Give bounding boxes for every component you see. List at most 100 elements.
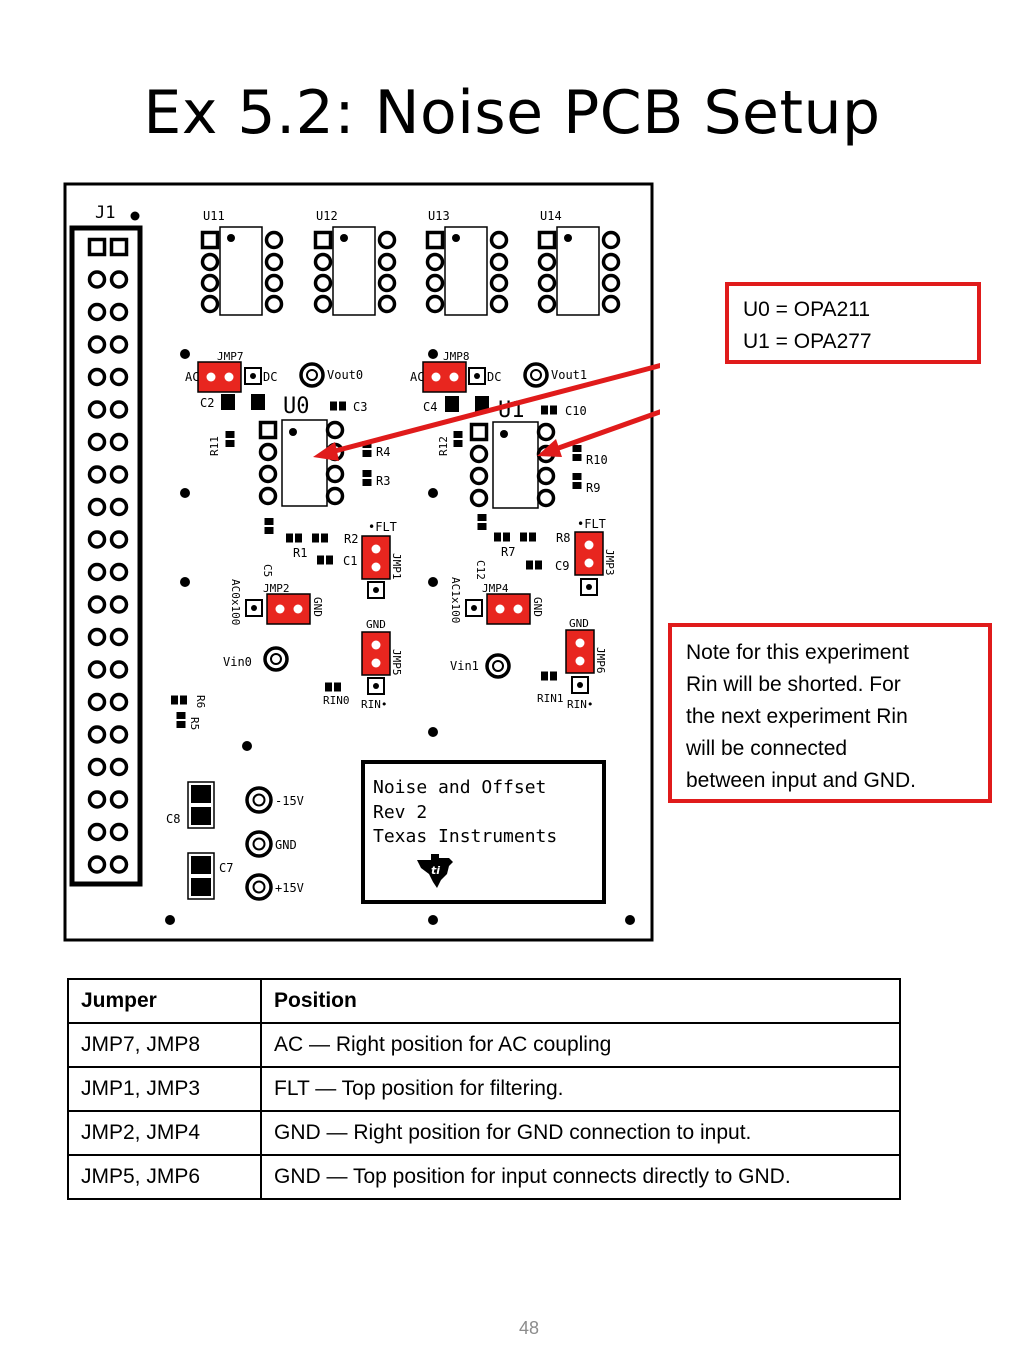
svg-text:U14: U14 [540,209,562,223]
j1-pin [87,432,107,452]
j1-pins [87,237,129,874]
table-cell: JMP2, JMP4 [67,1110,262,1156]
j1-pin [87,302,107,322]
svg-text:AC0x100: AC0x100 [229,579,242,625]
svg-text:R7: R7 [501,545,515,559]
svg-text:Vin0: Vin0 [223,655,252,669]
j1-pin [109,497,129,517]
svg-text:C3: C3 [353,400,367,414]
svg-text:RIN0: RIN0 [323,694,350,707]
svg-text:AC1x100: AC1x100 [449,577,462,623]
svg-text:R4: R4 [376,445,390,459]
u13-socket: U13 [425,209,509,316]
svg-text:JMP4: JMP4 [482,582,509,595]
j1-pin [87,725,107,744]
svg-text:AC: AC [185,370,199,384]
svg-text:RIN•: RIN• [361,698,388,711]
table-cell: FLT — Top position for filtering. [260,1066,901,1112]
page-title: Ex 5.2: Noise PCB Setup [143,78,881,148]
svg-text:GND: GND [569,617,589,630]
table-row: JMP1, JMP3 FLT — Top position for filter… [67,1066,901,1112]
svg-text:•FLT: •FLT [368,520,397,534]
callout-line: U0 = OPA211 [743,298,871,321]
svg-text:U13: U13 [428,209,450,223]
svg-text:R6: R6 [194,695,207,708]
table-header: Jumper [67,978,262,1024]
svg-text:R2: R2 [344,532,358,546]
svg-text:DC: DC [487,370,501,384]
table-header-row: Jumper Position [67,978,901,1024]
j1-pin [109,335,129,354]
j1-pin [87,237,107,257]
table-row: JMP5, JMP6 GND — Top position for input … [67,1154,901,1200]
jmp2-jumper [245,593,311,625]
j1-pin [109,530,129,549]
note-line: will be connected [686,737,848,760]
j1-pin [109,692,129,712]
j1-pin [109,562,129,582]
jmp7-jumper [197,361,262,393]
svg-text:R5: R5 [188,717,201,730]
table-cell: GND — Top position for input connects di… [260,1154,901,1200]
silkscreen-label-box: Noise and Offset Rev 2 Texas Instruments… [361,760,606,904]
j1-pin [109,465,129,484]
svg-text:Noise and Offset: Noise and Offset [373,777,546,798]
j1-pin [109,270,129,289]
j1-pin [109,237,129,257]
table-row: JMP7, JMP8 AC — Right position for AC co… [67,1022,901,1068]
mounting-holes [165,349,635,925]
j1-pin [87,757,107,777]
table-cell: AC — Right position for AC coupling [260,1022,901,1068]
svg-text:Vout0: Vout0 [327,368,363,382]
j1-pin [87,627,107,647]
j1-pin [87,790,107,809]
u0-socket [258,419,345,507]
jmp8-jumper [422,361,486,393]
svg-text:DC: DC [263,370,277,384]
svg-text:C4: C4 [423,400,437,414]
table-cell: JMP1, JMP3 [67,1066,262,1112]
jmp6-jumper [565,629,595,694]
j1-pin [87,530,107,549]
j1-pin [109,627,129,647]
svg-text:JMP2: JMP2 [263,582,290,595]
j1-pin [109,432,129,452]
note-callout: Note for this experiment Rin will be sho… [668,623,992,803]
svg-text:Rev 2: Rev 2 [373,802,427,823]
j1-pin [87,367,107,387]
svg-text:JMP3: JMP3 [603,549,616,576]
svg-text:JMP8: JMP8 [443,350,470,363]
svg-text:C9: C9 [555,559,569,573]
j1-pin [109,660,129,679]
jmp4-jumper [465,593,531,625]
svg-text:R12: R12 [437,436,450,456]
svg-text:C7: C7 [219,861,233,875]
j1-pin [109,855,129,874]
svg-text:JMP5: JMP5 [390,649,403,676]
j1-pin [109,595,129,614]
j1-pin [109,790,129,809]
u14-socket: U14 [537,209,621,316]
j1-pin [109,725,129,744]
j1-pin [87,270,107,289]
svg-text:R9: R9 [586,481,600,495]
svg-text:-15V: -15V [275,794,304,808]
j1-pin [87,400,107,419]
j1-pin [109,757,129,777]
svg-text:RIN1: RIN1 [537,692,564,705]
note-line: between input and GND. [686,769,916,792]
j1-connector [69,225,143,887]
svg-text:C10: C10 [565,404,587,418]
power-terminals: -15V GND +15V [245,786,304,901]
svg-text:R11: R11 [208,436,221,456]
pcb-diagram: J1 U11 U12 U13 U14 AC DC [55,180,660,950]
svg-text:JMP1: JMP1 [390,553,403,580]
jmp5-jumper [361,631,391,695]
svg-text:C5: C5 [261,564,274,577]
note-line: the next experiment Rin [686,705,908,728]
svg-text:U11: U11 [203,209,225,223]
svg-text:GND: GND [311,597,324,617]
j1-pin [109,302,129,322]
svg-text:AC: AC [410,370,424,384]
j1-pin [87,595,107,614]
